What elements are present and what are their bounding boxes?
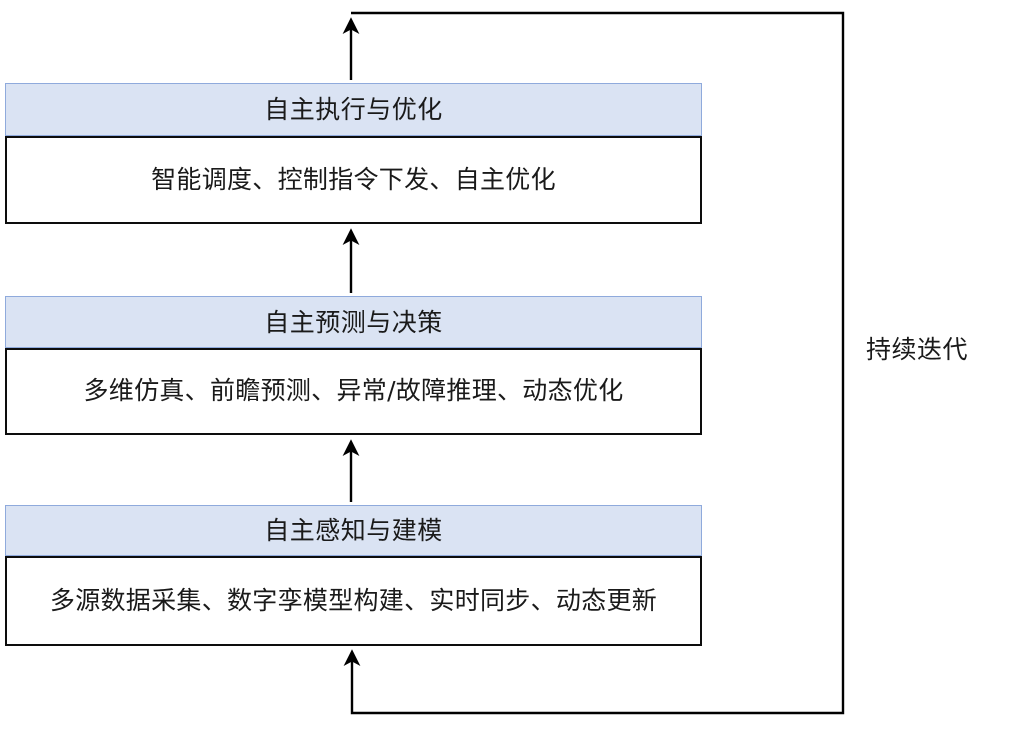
layer-body-sense: 多源数据采集、数字孪模型构建、实时同步、动态更新	[5, 556, 702, 646]
layer-title-exec: 自主执行与优化	[264, 95, 443, 124]
feedback-loop-label: 持续迭代	[866, 335, 969, 364]
layer-body-predict: 多维仿真、前瞻预测、异常/故障推理、动态优化	[5, 348, 702, 435]
layer-box-sense[interactable]: 自主感知与建模 多源数据采集、数字孪模型构建、实时同步、动态更新	[5, 505, 702, 646]
layer-title-sense: 自主感知与建模	[264, 516, 443, 545]
layer-title-predict: 自主预测与决策	[264, 307, 443, 337]
layer-description-exec: 智能调度、控制指令下发、自主优化	[151, 164, 556, 194]
layer-header-predict: 自主预测与决策	[5, 296, 702, 348]
layer-description-predict: 多维仿真、前瞻预测、异常/故障推理、动态优化	[83, 376, 624, 406]
layer-body-exec: 智能调度、控制指令下发、自主优化	[5, 136, 702, 224]
layer-box-predict[interactable]: 自主预测与决策 多维仿真、前瞻预测、异常/故障推理、动态优化	[5, 296, 702, 435]
layer-box-exec[interactable]: 自主执行与优化 智能调度、控制指令下发、自主优化	[5, 83, 702, 224]
layer-header-sense: 自主感知与建模	[5, 505, 702, 556]
layer-header-exec: 自主执行与优化	[5, 83, 702, 136]
layer-description-sense: 多源数据采集、数字孪模型构建、实时同步、动态更新	[49, 585, 658, 615]
